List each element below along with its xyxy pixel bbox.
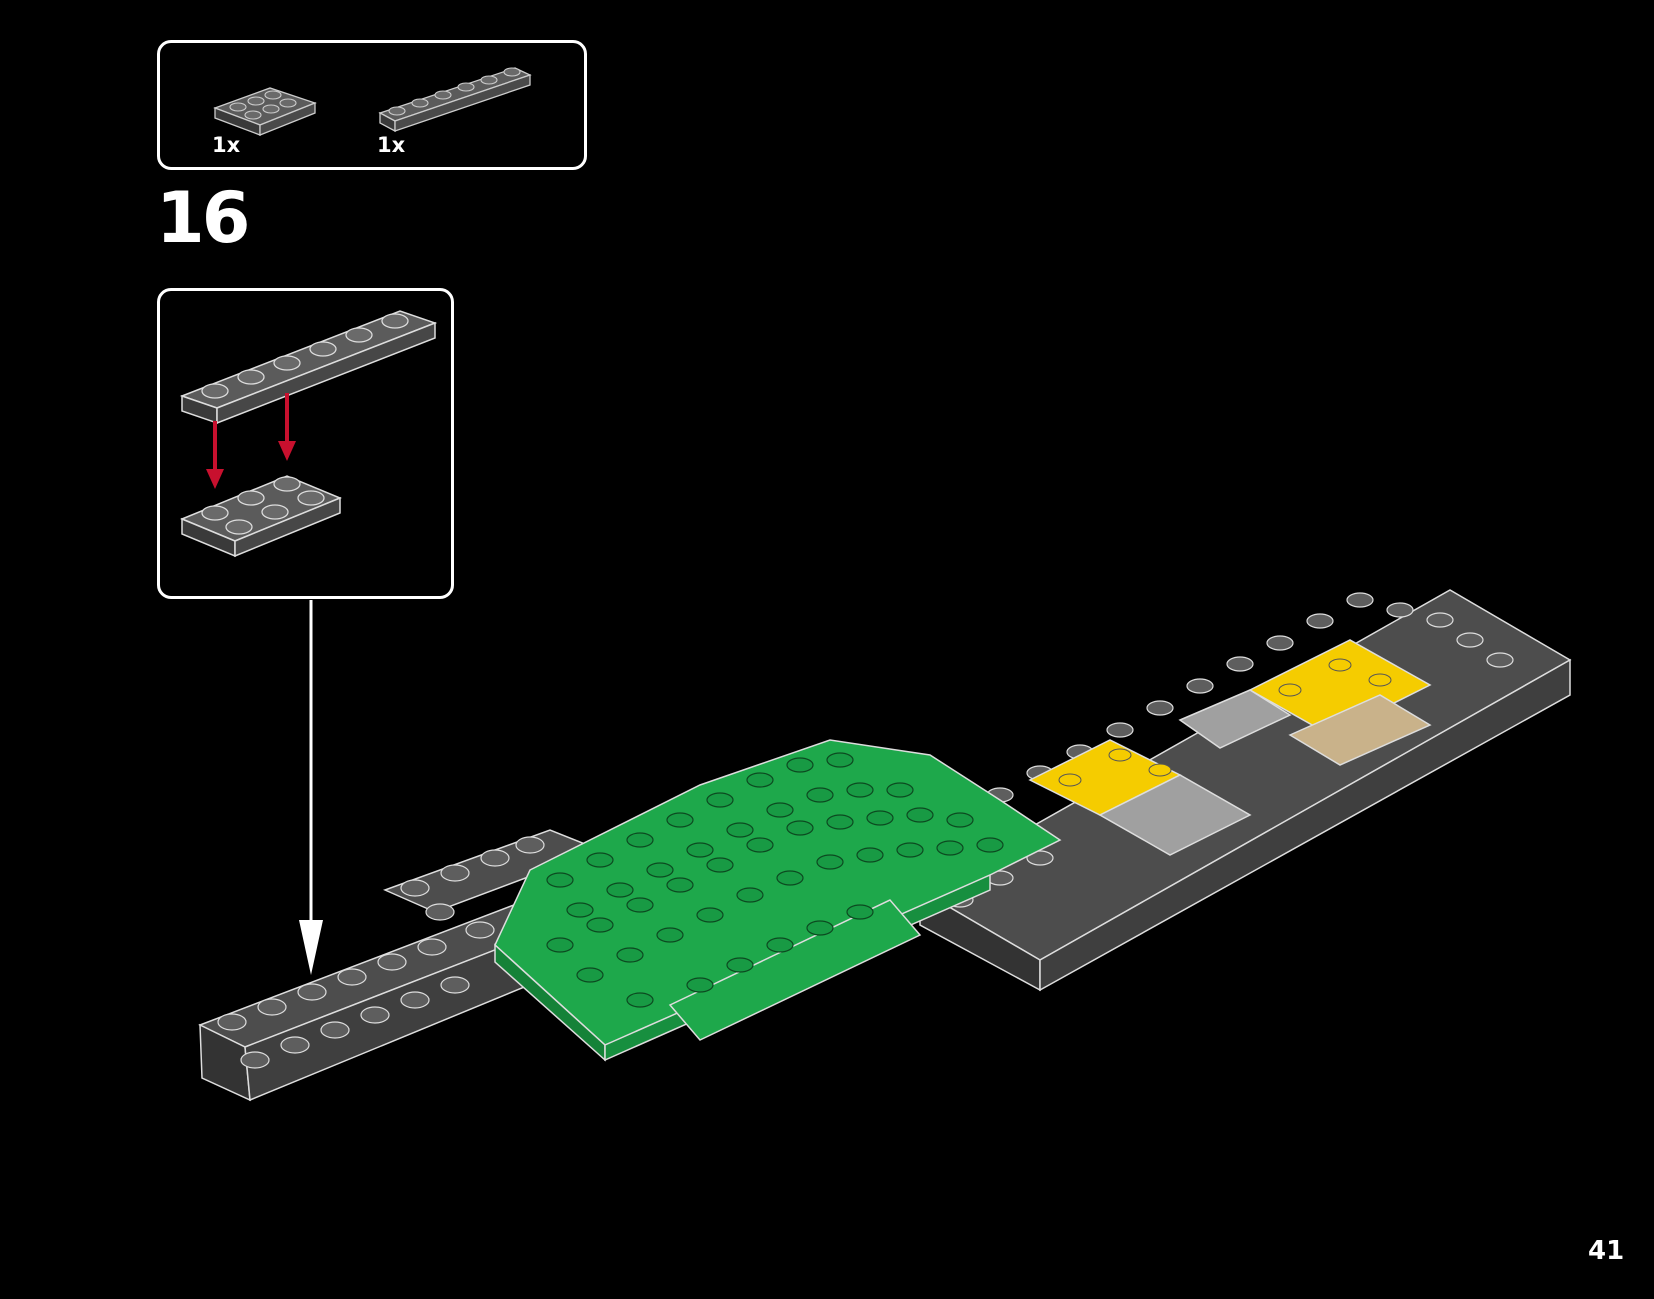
plate-2x3-part-icon (213, 87, 317, 136)
part-1-quantity: 1x (212, 133, 241, 157)
page-number: 41 (1588, 1236, 1625, 1266)
callout-subassembly-box (157, 288, 454, 599)
subassembly-illustration (179, 310, 438, 558)
step-number: 16 (156, 177, 250, 259)
parts-list-box: 1x 1x (157, 40, 587, 170)
dark-gray-base (198, 829, 603, 1102)
placement-arrow (299, 600, 323, 975)
plate-1x6-part-icon (378, 67, 532, 133)
right-gray-strip (918, 589, 1572, 992)
part-2-quantity: 1x (377, 133, 406, 157)
green-wedge-plates (494, 739, 1062, 1062)
